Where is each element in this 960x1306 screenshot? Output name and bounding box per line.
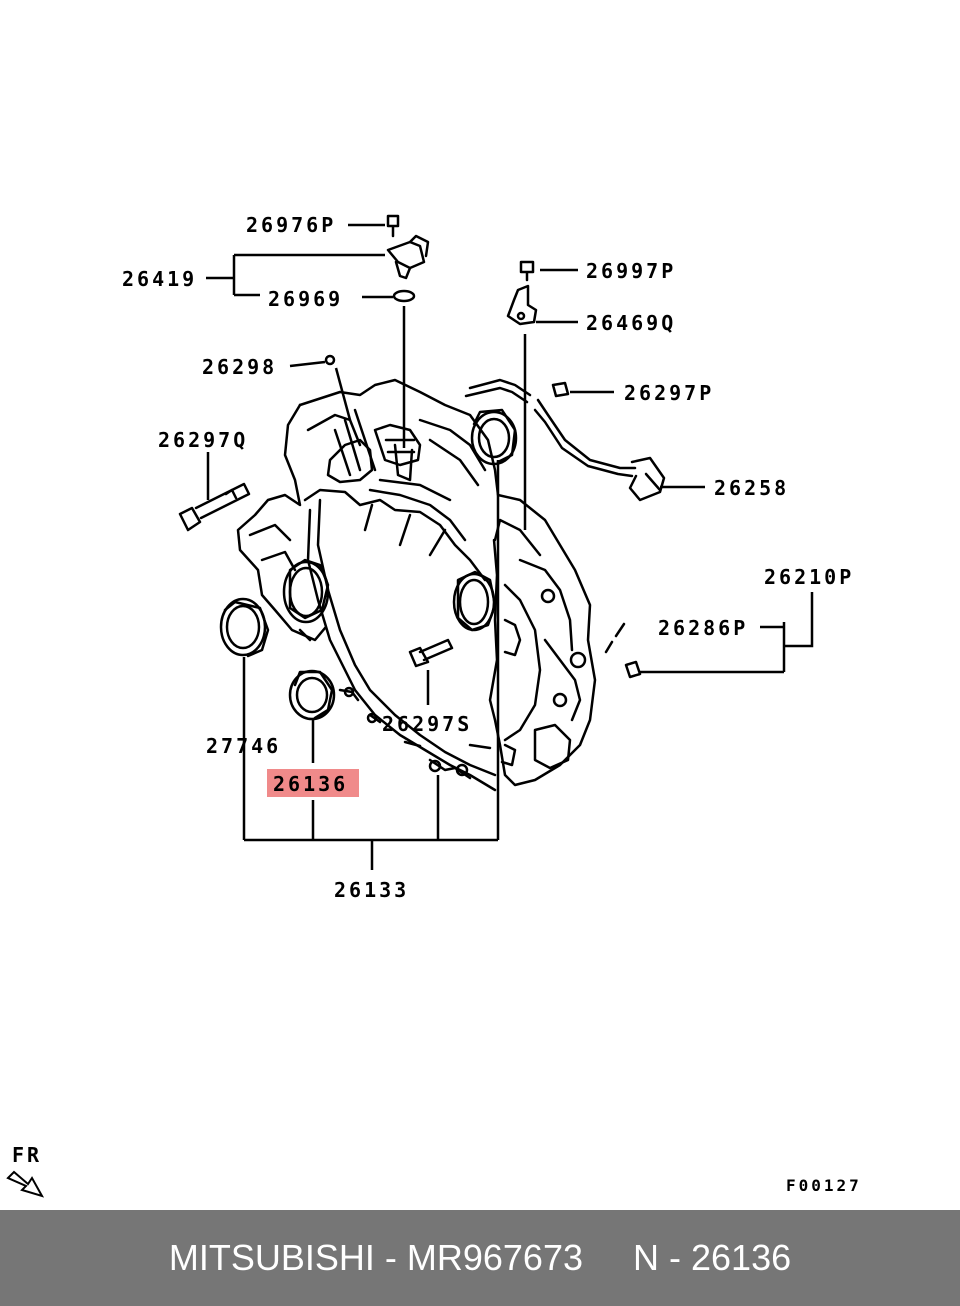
- fr-arrow-icon: [6, 1170, 45, 1198]
- label-26136: 26136: [273, 772, 348, 796]
- oil-seal-27746: [219, 597, 270, 658]
- label-26969: 26969: [268, 287, 343, 311]
- footer-ref: N - 26136: [633, 1237, 792, 1278]
- highlight-26136: [267, 769, 359, 797]
- fr-label: FR: [12, 1143, 42, 1167]
- footer-gap: [583, 1237, 633, 1279]
- label-26469Q: 26469Q: [586, 311, 676, 335]
- label-26997P: 26997P: [586, 259, 676, 283]
- speed-sensor: [386, 234, 430, 280]
- plug-26298: [324, 354, 336, 366]
- oil-seal-upper: [470, 408, 518, 466]
- label-26297Q: 26297Q: [158, 428, 248, 452]
- footer-part-number: MR967673: [406, 1237, 583, 1278]
- footer-sep: -: [374, 1237, 407, 1278]
- bolt-26286P-lower: [624, 660, 642, 679]
- transaxle-case: [236, 378, 597, 792]
- label-26286P: 26286P: [658, 616, 748, 640]
- bolt-26297S: [408, 638, 454, 668]
- label-26297P: 26297P: [624, 381, 714, 405]
- label-26976P: 26976P: [246, 213, 336, 237]
- label-26419: 26419: [122, 267, 197, 291]
- label-26298: 26298: [202, 355, 277, 379]
- bolt-26297Q: [178, 482, 251, 532]
- label-27746: 27746: [206, 734, 281, 758]
- bracket-26469Q: [506, 284, 538, 326]
- pin-26286P: [604, 622, 626, 654]
- label-26133: 26133: [334, 878, 409, 902]
- bolt-26997P: [519, 260, 535, 282]
- figure-code: F00127: [786, 1176, 862, 1195]
- label-26258: 26258: [714, 476, 789, 500]
- label-26210P: 26210P: [764, 565, 854, 589]
- cooler-pipe-26258: [464, 378, 666, 502]
- oil-seal-26136: [288, 669, 336, 721]
- label-26297S: 26297S: [382, 712, 472, 736]
- bolt-26297P: [551, 381, 570, 398]
- o-ring-26969: [392, 289, 416, 303]
- footer-bar: MITSUBISHI - MR967673 N - 26136: [0, 1210, 960, 1306]
- bolt-26976P: [386, 214, 400, 238]
- footer-brand: MITSUBISHI: [168, 1237, 375, 1278]
- parts-diagram: 26976P 26419 26969 26997P 26469Q 26298 2…: [6, 213, 862, 1198]
